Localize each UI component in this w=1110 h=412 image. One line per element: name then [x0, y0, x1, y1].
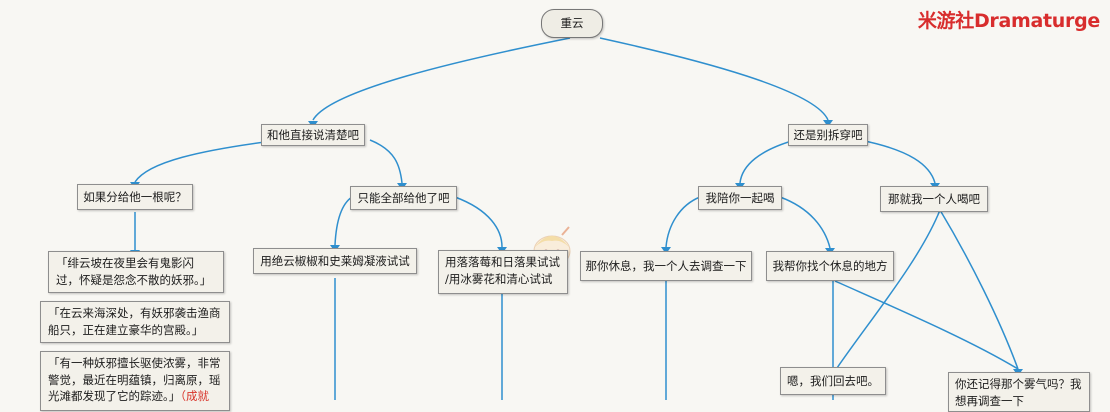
- node-try-pepper-slime-label: 用绝云椒椒和史莱姆凝液试试: [260, 253, 410, 268]
- node-share-one-label: 如果分给他一根呢？: [83, 189, 187, 204]
- edge-c4-e2: [939, 209, 1019, 370]
- quote-fog-evil: 「有一种妖邪擅长驱使浓雾，非常警觉，最近在明蕴镇，归离原，瑶光滩都发现了它的踪迹…: [40, 351, 230, 411]
- node-option-speak-plainly: 和他直接说清楚吧: [261, 124, 365, 146]
- quote-cloud-sea-text: 「在云来海深处，有妖邪袭击渔商船只，正在建立豪华的宫殿。」: [48, 306, 221, 337]
- node-give-all: 只能全部给他了吧: [350, 186, 457, 210]
- quote-feiyun-slope-text: 「绯云坡在夜里会有鬼影闪过，怀疑是怨念不散的妖邪。」: [56, 256, 212, 287]
- node-go-back-label: 嗯，我们回去吧。: [787, 373, 879, 388]
- node-root: 重云: [541, 9, 603, 38]
- quote-fog-evil-achievement: （成就: [180, 389, 209, 404]
- edge-c3-d5: [779, 196, 831, 249]
- quote-feiyun-slope: 「绯云坡在夜里会有鬼影闪过，怀疑是怨念不散的妖邪。」: [48, 251, 224, 293]
- node-drink-together-label: 我陪你一起喝: [705, 190, 775, 205]
- edge-b1-c1: [134, 139, 281, 183]
- node-drink-alone-label: 那就我一个人喝吧: [888, 191, 980, 206]
- node-remember-fog-line2: 想再调查一下: [955, 393, 1024, 408]
- edge-c2-d3: [454, 196, 503, 248]
- edge-c3-d4: [665, 196, 701, 248]
- node-try-berry-sunsettia: 用落落莓和日落果试试 /用冰雾花和清心试试: [438, 250, 568, 294]
- node-go-back: 嗯，我们回去吧。: [780, 367, 886, 395]
- node-find-rest-place-label: 我帮你找个休息的地方: [772, 258, 888, 273]
- edge-b2-c3: [739, 139, 796, 184]
- edge-root-b1: [312, 37, 571, 121]
- node-investigate-alone-label: 那你休息，我一个人去调查一下: [585, 258, 747, 273]
- edge-b2-c4: [859, 139, 936, 184]
- node-give-all-label: 只能全部给他了吧: [357, 190, 450, 205]
- node-try-pepper-slime: 用绝云椒椒和史莱姆凝液试试: [253, 248, 417, 274]
- watermark-brand: 米游社Dramaturge: [917, 10, 1100, 32]
- node-option-dont-expose: 还是别拆穿吧: [788, 124, 868, 146]
- edges: [134, 37, 1019, 400]
- node-share-one: 如果分给他一根呢？: [77, 184, 193, 210]
- arrow-b2: [823, 120, 833, 127]
- quote-cloud-sea: 「在云来海深处，有妖邪袭击渔商船只，正在建立豪华的宫殿。」: [40, 301, 230, 343]
- dialogue-tree-edges: [130, 37, 1023, 400]
- edge-c2-d2: [334, 196, 353, 246]
- node-find-rest-place: 我帮你找个休息的地方: [766, 251, 894, 281]
- node-option-dont-expose-label: 还是别拆穿吧: [793, 127, 863, 142]
- node-drink-alone: 那就我一个人喝吧: [880, 186, 988, 212]
- node-try-berry-line1: 用落落莓和日落果试试: [445, 255, 560, 269]
- edge-root-b2: [599, 37, 829, 121]
- arrow-d4: [661, 247, 671, 254]
- node-root-label: 重云: [560, 16, 584, 31]
- node-try-berry-line2: /用冰雾花和清心试试: [445, 271, 553, 286]
- node-remember-fog-line1: 你还记得那个雾气吗？我: [955, 377, 1082, 391]
- edge-d5-e2: [834, 280, 1019, 370]
- edge-c4-e1: [836, 209, 941, 369]
- node-remember-fog: 你还记得那个雾气吗？我 想再调查一下: [948, 372, 1090, 412]
- node-option-speak-plainly-label: 和他直接说清楚吧: [267, 127, 359, 142]
- edge-b1-c2: [369, 139, 403, 184]
- node-investigate-alone: 那你休息，我一个人去调查一下: [580, 251, 752, 281]
- node-drink-together: 我陪你一起喝: [698, 186, 782, 210]
